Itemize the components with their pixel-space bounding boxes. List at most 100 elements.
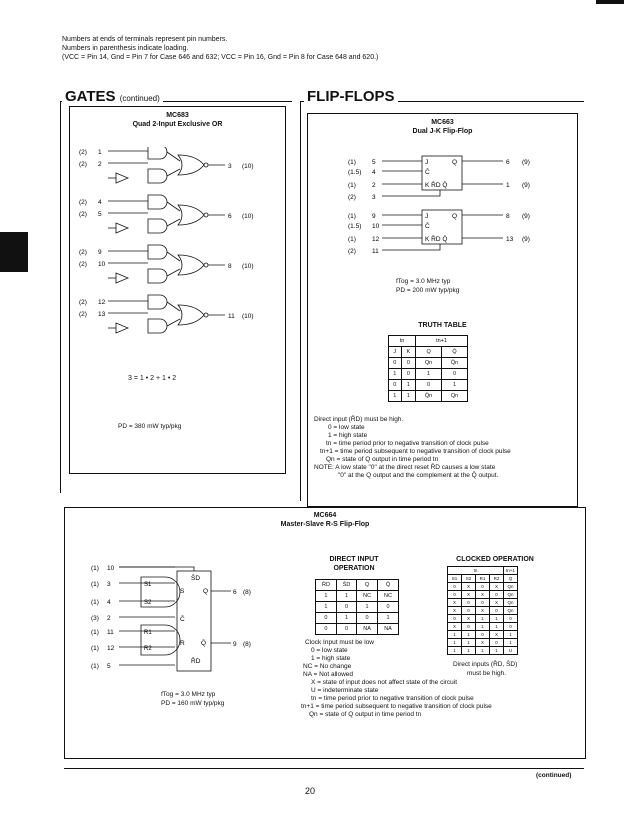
and-gate — [147, 294, 168, 310]
clocked-note-1: Direct inputs (R̄D, S̄D) — [453, 661, 518, 668]
q-label: Q — [452, 213, 457, 220]
direct-head-cell: Q̄ — [377, 579, 399, 591]
pin-number: 4 — [98, 199, 102, 206]
pin-number: 9 — [233, 641, 237, 648]
mc663-note: tn+1 = time period subsequent to negativ… — [320, 448, 511, 455]
reset-wire — [382, 190, 441, 197]
pin-load: (1.5) — [348, 169, 361, 176]
direct-cell: 0 — [315, 623, 337, 635]
mc663-note: 0 = low state — [328, 424, 365, 431]
mc683-part: MC683 — [166, 112, 189, 119]
pin-load: (2) — [348, 248, 356, 255]
wire — [166, 268, 181, 277]
direct-cell: NC — [356, 590, 379, 602]
r2-label: R2 — [144, 646, 152, 652]
q-label: Q — [203, 588, 208, 595]
clocked-head-cell: S2 — [461, 574, 476, 583]
clocked-cell: X — [475, 606, 490, 615]
direct-head-cell: Q — [356, 579, 379, 591]
pin-number: 2 — [372, 182, 376, 189]
truth-head-top-row: tn tn+1 — [387, 335, 468, 347]
s-label: S — [180, 588, 185, 595]
direct-cell: 0 — [315, 612, 337, 624]
mc683-desc: Quad 2-Input Exclusive OR — [132, 121, 223, 128]
clocked-cell: 1 — [447, 630, 462, 639]
pin-number: 4 — [372, 169, 376, 176]
pin-number: 6 — [228, 213, 232, 220]
direct-cell: 1 — [335, 590, 358, 602]
mc664-note: X = state of input does not affect state… — [311, 679, 458, 686]
mc683-box: MC683 Quad 2-Input Exclusive OR (2)1(2)2… — [69, 106, 286, 474]
direct-cell: 0 — [377, 601, 399, 613]
pin-load: (2) — [79, 211, 87, 218]
mc664-note: 1 = high state — [311, 655, 351, 662]
mc663-notes: Direct input (R̄D) must be high. 0 = low… — [314, 416, 511, 480]
pin-load: (1) — [91, 629, 99, 636]
clocked-head-tn: tn — [447, 566, 504, 575]
pin-load: (1.5) — [348, 223, 361, 230]
k-label: K R̄D Q̄ — [425, 181, 447, 189]
pin-load: (2) — [79, 199, 87, 206]
page-edge-tab — [0, 232, 28, 272]
ff-heading: FLIP-FLOPS — [304, 88, 398, 105]
mc663-part: MC663 — [431, 119, 454, 126]
and-gate — [147, 268, 168, 284]
clocked-cell: X — [489, 582, 504, 591]
r-label: R — [180, 640, 185, 647]
mc683-equation: 3 = 1 • 2 + 1 • 2 — [128, 375, 177, 382]
and-gate — [147, 318, 168, 334]
ff-left-rule — [300, 101, 301, 501]
truth-head-row: J K Q Q̄ — [388, 346, 468, 358]
clocked-cell: X — [489, 598, 504, 607]
pin-load: (2) — [79, 249, 87, 256]
clocked-cell: 0 — [475, 598, 490, 607]
clocked-cell: 0 — [503, 622, 518, 631]
direct-title: DIRECT INPUT — [329, 556, 379, 563]
pin-load: (1) — [348, 213, 356, 220]
pin-number: 10 — [372, 223, 380, 230]
r-gate — [140, 624, 181, 656]
clocked-head-tn1: tn+1 — [503, 566, 518, 575]
pin-load: (8) — [243, 589, 251, 596]
direct-sub: OPERATION — [333, 565, 375, 572]
clocked-cell: 0 — [447, 582, 462, 591]
clocked-cell: X — [461, 582, 476, 591]
rd-label: R̄D — [191, 657, 201, 665]
pin-load: (10) — [242, 213, 254, 220]
pin-number: 11 — [107, 629, 114, 636]
reset-wire — [382, 244, 441, 251]
mc664-notes: Clock Input must be low 0 = low state 1 … — [285, 639, 492, 719]
s1-label: S1 — [144, 582, 152, 588]
truth-head-tn1: tn+1 — [415, 335, 468, 347]
and-gate — [147, 244, 168, 260]
direct-cell: 0 — [335, 601, 358, 613]
truth-cell: 1 — [441, 379, 468, 391]
truth-cell: 1 — [388, 368, 402, 380]
output-bubble — [203, 262, 209, 268]
pin-load: (2) — [79, 149, 87, 156]
or-gate — [177, 204, 205, 226]
pin-number: 3 — [228, 163, 232, 170]
inverter-gate — [115, 272, 130, 284]
pin-load: (2) — [79, 311, 87, 318]
mc663-note: tn = time period prior to negative trans… — [326, 440, 489, 447]
or-gate — [177, 304, 205, 326]
clock-label: C̄ — [425, 168, 430, 176]
clocked-head-cell: S1 — [447, 574, 462, 583]
output-bubble — [203, 212, 209, 218]
mc663-ftog: fTog = 3.0 MHz typ — [396, 278, 451, 285]
s2-label: S2 — [144, 600, 152, 606]
clocked-cell: X — [489, 630, 504, 639]
pin-load: (9) — [522, 213, 530, 220]
mc663-note: NOTE: A low state "0" at the direct rese… — [314, 464, 496, 471]
direct-cell: NA — [377, 623, 399, 635]
